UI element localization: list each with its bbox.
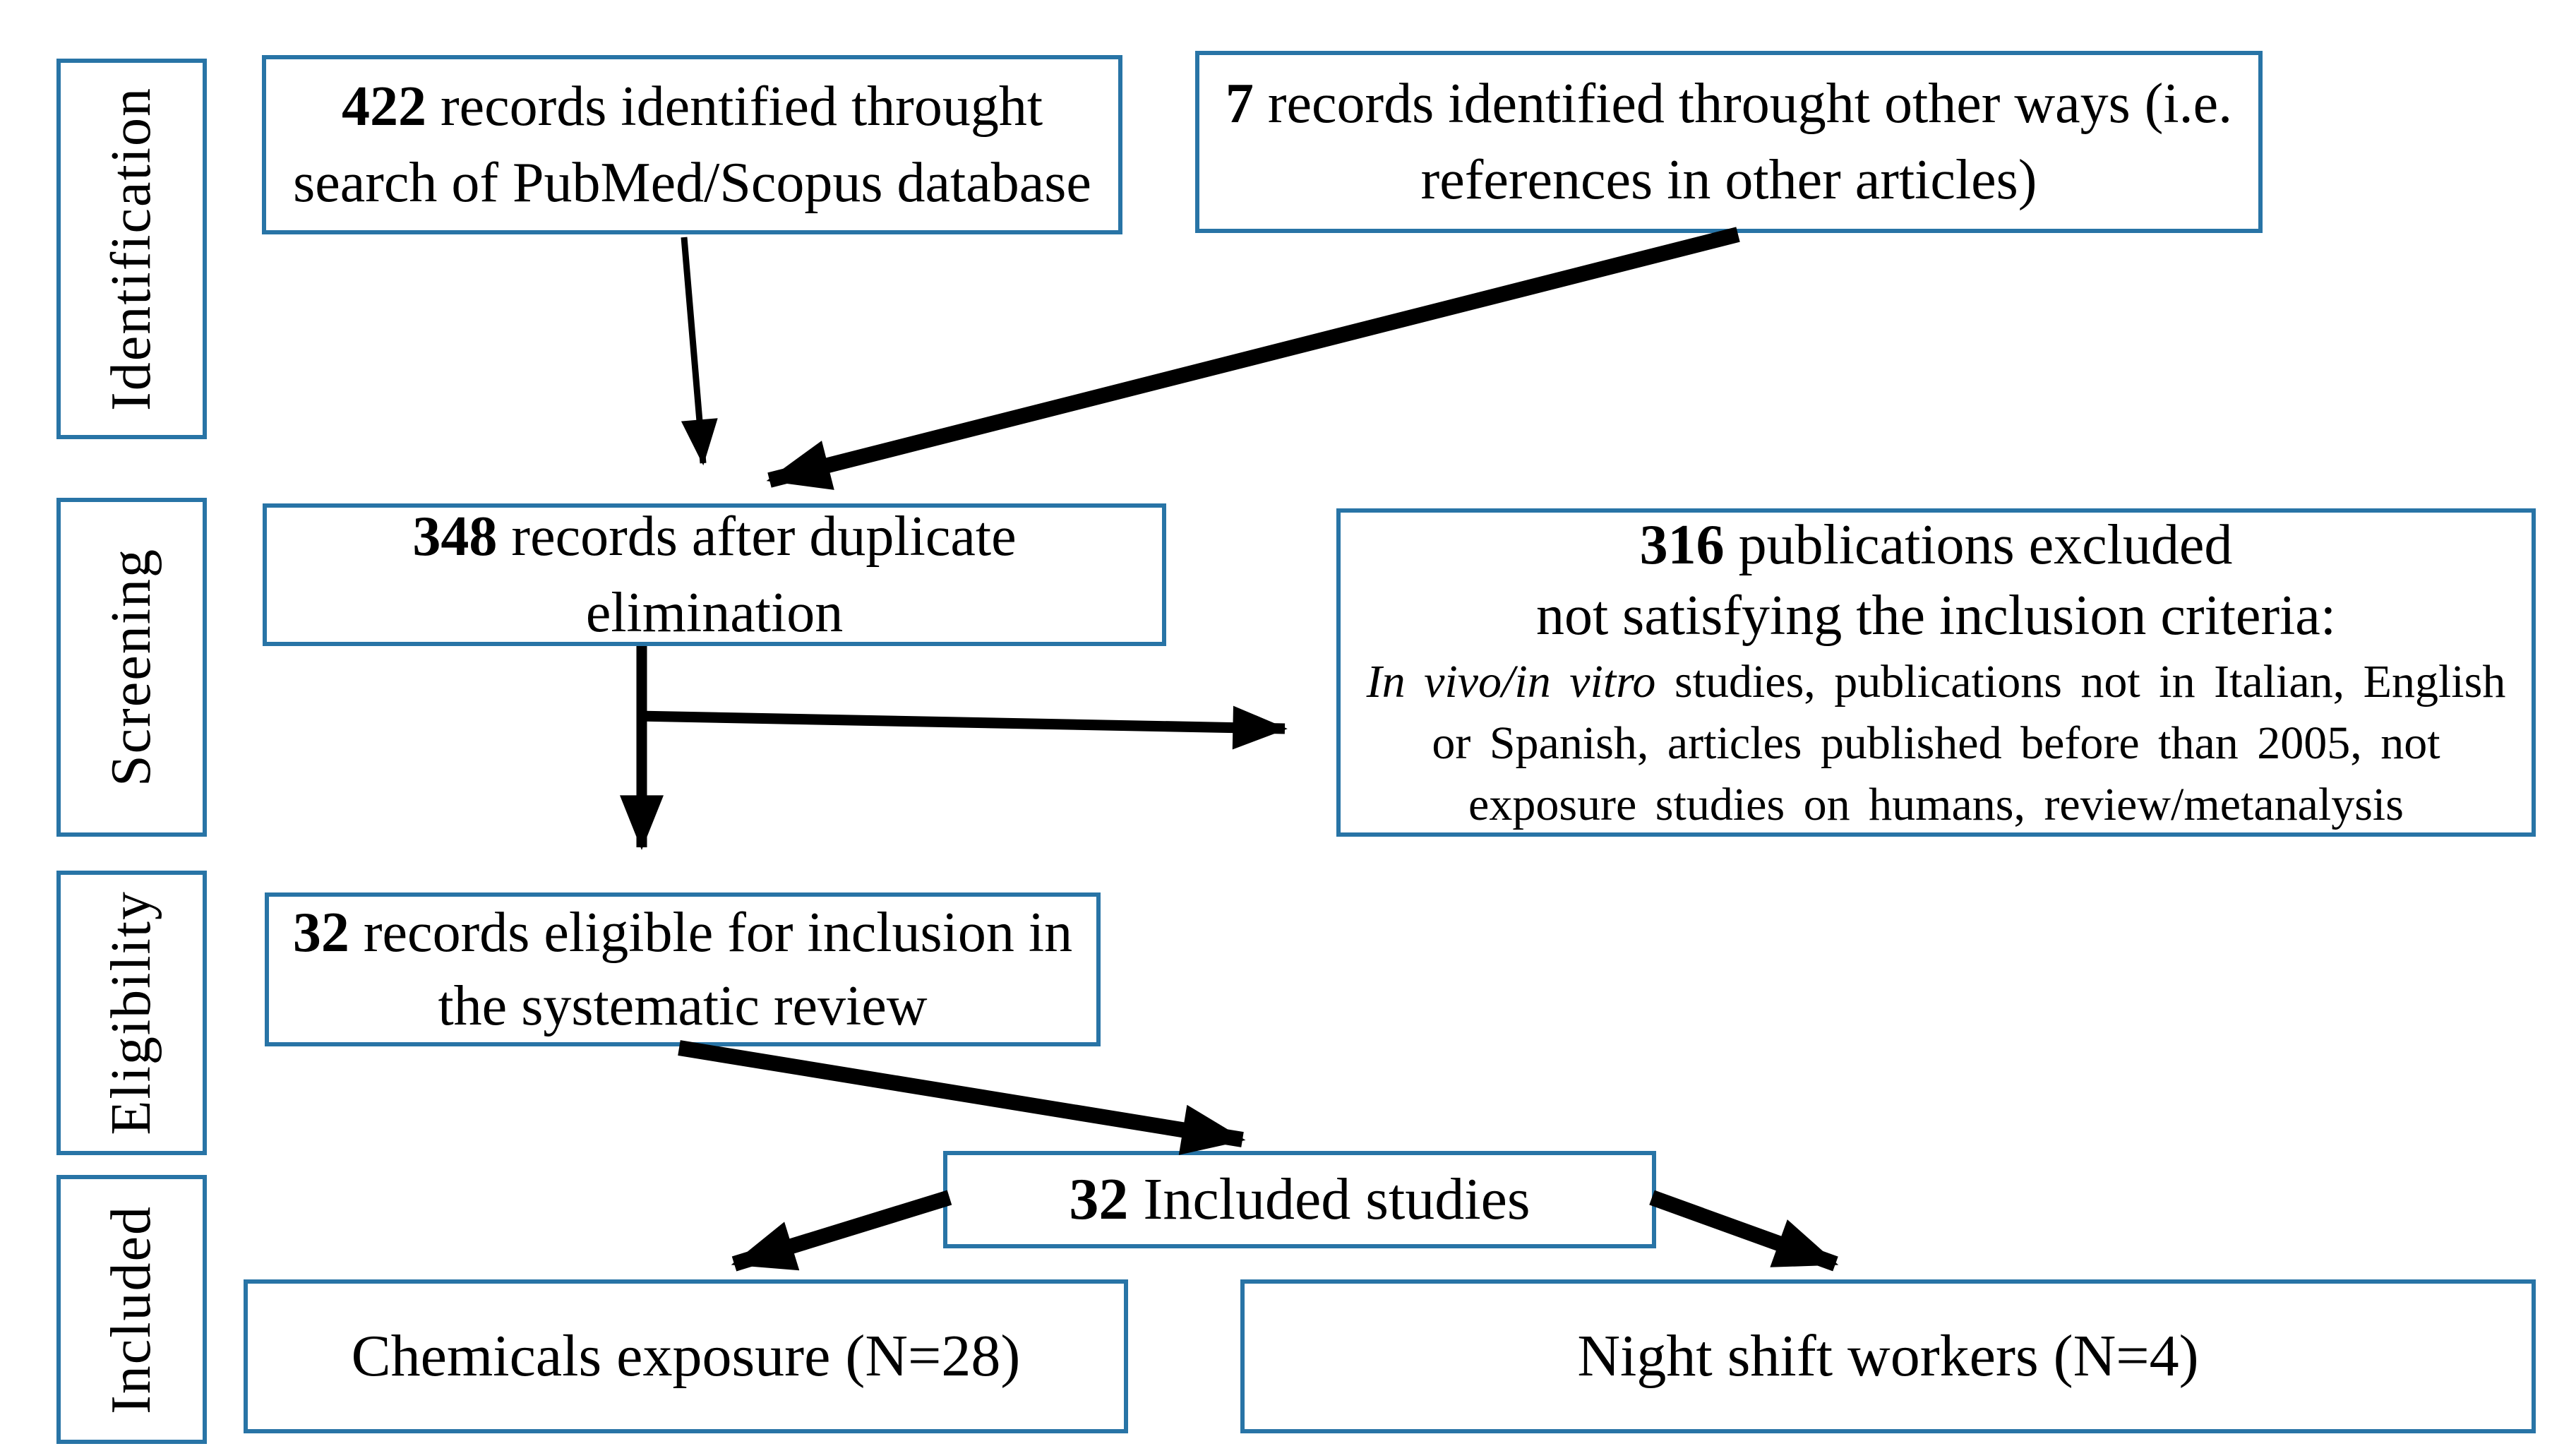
arrow-other-to-dedup [766,227,1740,490]
records-identified-other-count: 7 [1225,73,1254,135]
publications-excluded-criteria-italic: In vivo/in vitro [1366,655,1656,707]
stage-screening: Screening [56,498,207,837]
stage-eligibility-label: Eligibility [100,890,162,1135]
records-identified-database-text: 422 records identified throught search o… [293,76,1091,214]
chemicals-exposure-text: Chemicals exposure (N=28) [351,1323,1021,1390]
arrow-dedup-to-excluded [636,705,1288,750]
stage-identification: Identification [56,59,207,439]
records-identified-database-box: 422 records identified throught search o… [262,55,1122,234]
stage-eligibility: Eligibility [56,871,207,1155]
publications-excluded-count: 316 [1639,513,1725,576]
arrow-included-to-chemicals [731,1190,952,1272]
records-identified-database-count: 422 [341,76,426,138]
publications-excluded-box: 316 publications excluded not satisfying… [1336,508,2536,837]
records-after-dedup-count: 348 [412,506,498,568]
night-shift-workers-text: Night shift workers (N=4) [1577,1323,2199,1390]
stage-screening-label: Screening [100,548,162,787]
included-studies-count: 32 [1069,1166,1129,1233]
records-eligible-box: 32 records eligible for inclusion in the… [265,892,1101,1046]
publications-excluded-title: 316 publications excluded [1639,513,2233,576]
arrow-included-to-nightshift [1649,1190,1839,1272]
night-shift-workers-box: Night shift workers (N=4) [1240,1279,2536,1433]
records-eligible-text: 32 records eligible for inclusion in the… [292,902,1073,1037]
publications-excluded-subtitle: not satisfying the inclusion criteria: [1535,584,2337,647]
stage-included-label: Included [100,1205,162,1414]
arrow-eligible-to-included [678,1040,1246,1155]
publications-excluded-criteria: In vivo/in vitro studies, publications n… [1366,655,2506,831]
included-studies-box: 32 Included studies [943,1151,1656,1248]
included-studies-text: 32 Included studies [1069,1166,1530,1233]
records-after-dedup-box: 348 records after duplicate elimination [263,503,1166,646]
arrow-database-to-dedup [681,237,718,466]
records-after-dedup-text: 348 records after duplicate elimination [412,506,1017,644]
records-identified-other-box: 7 records identified throught other ways… [1195,51,2263,233]
stage-included: Included [56,1175,207,1444]
records-eligible-count: 32 [292,902,349,964]
stage-identification-label: Identification [100,87,162,411]
records-identified-other-text: 7 records identified throught other ways… [1225,73,2233,211]
chemicals-exposure-box: Chemicals exposure (N=28) [244,1279,1128,1433]
